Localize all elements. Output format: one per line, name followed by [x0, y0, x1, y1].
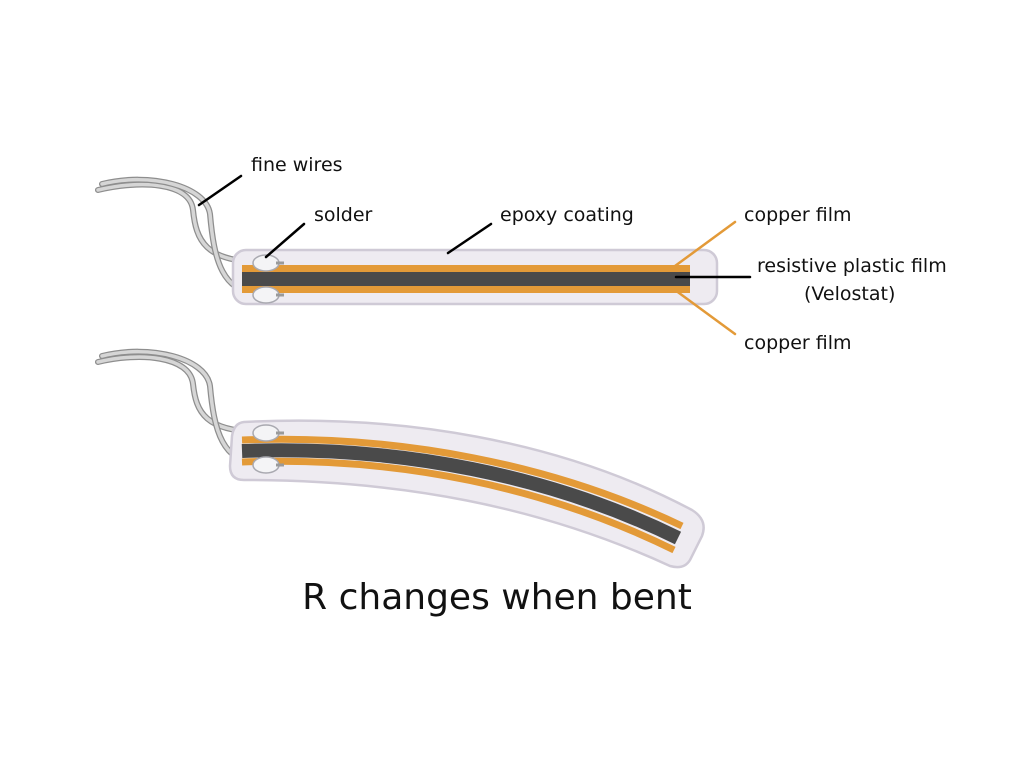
- label-solder: solder: [314, 204, 373, 226]
- solder-joints-straight: [252, 254, 284, 304]
- leader-copper-film-top: [673, 220, 737, 268]
- label-copper-film-top: copper film: [744, 204, 852, 226]
- leader-lines: [197, 174, 752, 336]
- copper-film-top-bent: [241, 435, 684, 530]
- leader-fine-wires: [197, 174, 243, 207]
- copper-film-bottom-bent: [241, 457, 676, 554]
- label-fine-wires: fine wires: [251, 154, 343, 176]
- leader-epoxy-coating: [446, 222, 493, 255]
- label-resistive-film-line2: (Velostat): [804, 283, 895, 305]
- leader-solder: [264, 222, 306, 259]
- copper-film-top-straight: [242, 265, 690, 272]
- solder-joints-bent: [252, 424, 284, 474]
- straight-sensor: [95, 176, 719, 306]
- resistive-film-bent: [241, 443, 682, 545]
- bent-sensor: [95, 348, 705, 569]
- resistive-film-straight: [242, 272, 690, 286]
- label-copper-film-bottom: copper film: [744, 332, 852, 354]
- label-epoxy-coating: epoxy coating: [500, 204, 634, 226]
- label-resistive-film-line1: resistive plastic film: [757, 255, 947, 277]
- leader-copper-film-bottom: [673, 288, 737, 336]
- copper-film-bottom-straight: [242, 286, 690, 293]
- caption: R changes when bent: [302, 577, 692, 618]
